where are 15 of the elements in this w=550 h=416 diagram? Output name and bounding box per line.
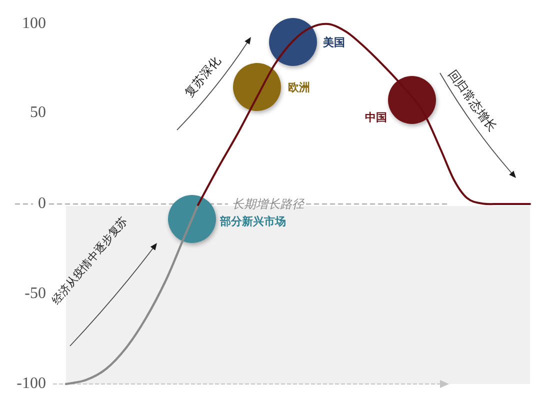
axis-tick-label: 100 bbox=[22, 15, 46, 33]
region-bubble bbox=[269, 18, 317, 66]
annotation-text: 回归常态增长 bbox=[446, 68, 498, 134]
axis-tick-label: 0 bbox=[38, 195, 46, 213]
region-label: 美国 bbox=[323, 36, 345, 49]
annotation-text: 经济从疫情中逐步复苏 bbox=[50, 215, 130, 307]
region-bubble bbox=[388, 76, 436, 124]
annotation-text: 复苏深化 bbox=[182, 54, 224, 100]
region-label: 欧洲 bbox=[288, 81, 310, 94]
axis-tick-label: -100 bbox=[16, 375, 46, 393]
axis-tick-label: -50 bbox=[24, 285, 46, 303]
region-bubble bbox=[233, 63, 281, 111]
region-label: 中国 bbox=[365, 111, 387, 124]
region-label: 部分新兴市场 bbox=[220, 215, 286, 228]
axis-tick-label: 50 bbox=[30, 104, 46, 122]
